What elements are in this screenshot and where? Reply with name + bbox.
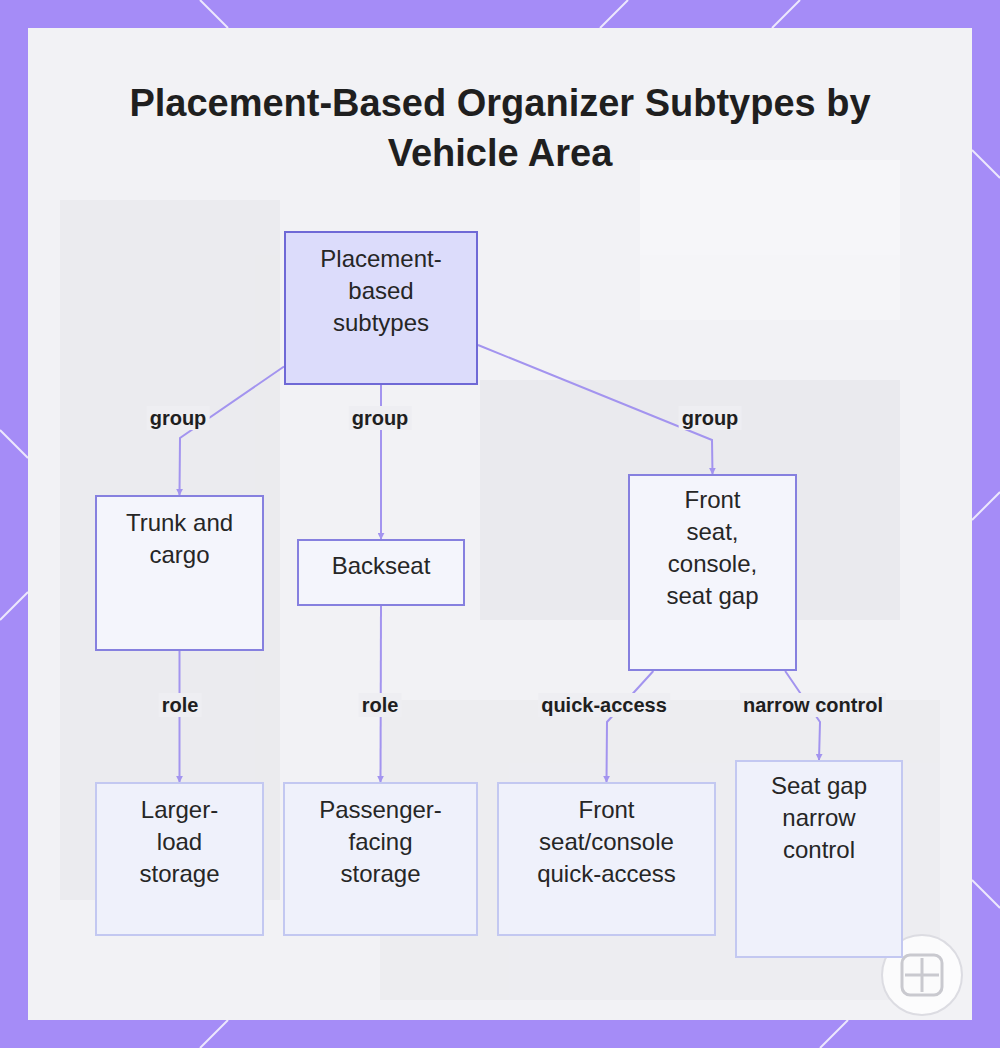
group-box: Larger-load storage — [95, 782, 264, 936]
group-box: Backseat — [297, 539, 465, 606]
edge-label: group — [679, 406, 742, 430]
group-box: Front seat/console quick-access — [497, 782, 716, 936]
edge-label: narrow control — [740, 693, 886, 717]
deco-line — [200, 1020, 228, 1048]
node-label: Placement-based subtypes — [316, 243, 446, 339]
node-label: Passenger-facing storage — [317, 794, 444, 890]
watermark-glyph — [902, 955, 942, 995]
edge-label: quick-access — [538, 693, 670, 717]
photo-shape — [480, 380, 900, 620]
blurred-photo — [60, 160, 940, 1000]
node-label: Front seat/console quick-access — [533, 794, 680, 890]
deco-line — [600, 0, 628, 28]
group-box: Passenger-facing storage — [283, 782, 478, 936]
deco-line — [820, 1020, 848, 1048]
node-label: Backseat — [309, 550, 453, 582]
edge-label: group — [147, 406, 210, 430]
group-box: Placement-based subtypes — [284, 231, 478, 385]
deco-line — [200, 0, 228, 28]
deco-line — [972, 150, 1000, 178]
connector-arrow — [478, 345, 713, 474]
deco-line — [972, 880, 1000, 908]
group-box: Trunk and cargo — [95, 495, 264, 651]
connector-arrow — [607, 671, 654, 782]
node-label: Larger-load storage — [122, 794, 237, 890]
deco-line — [0, 592, 28, 620]
node-label: Front seat, console, seat gap — [662, 484, 763, 612]
node-label: Seat gap narrow control — [765, 770, 873, 866]
connector-arrow — [180, 367, 285, 495]
edge-label: role — [159, 693, 202, 717]
deco-line — [0, 430, 28, 458]
deco-line — [772, 0, 800, 28]
content-panel — [28, 28, 972, 1020]
group-box: Seat gap narrow control — [735, 760, 903, 958]
edge-label: group — [349, 406, 412, 430]
edge-label: role — [359, 693, 402, 717]
group-box: Front seat, console, seat gap — [628, 474, 797, 671]
watermark-glyph — [905, 974, 939, 977]
diagram-title: Placement-Based Organizer Subtypes by Ve… — [110, 78, 890, 178]
photo-shape — [640, 160, 900, 320]
node-label: Trunk and cargo — [117, 507, 242, 571]
deco-line — [972, 492, 1000, 520]
